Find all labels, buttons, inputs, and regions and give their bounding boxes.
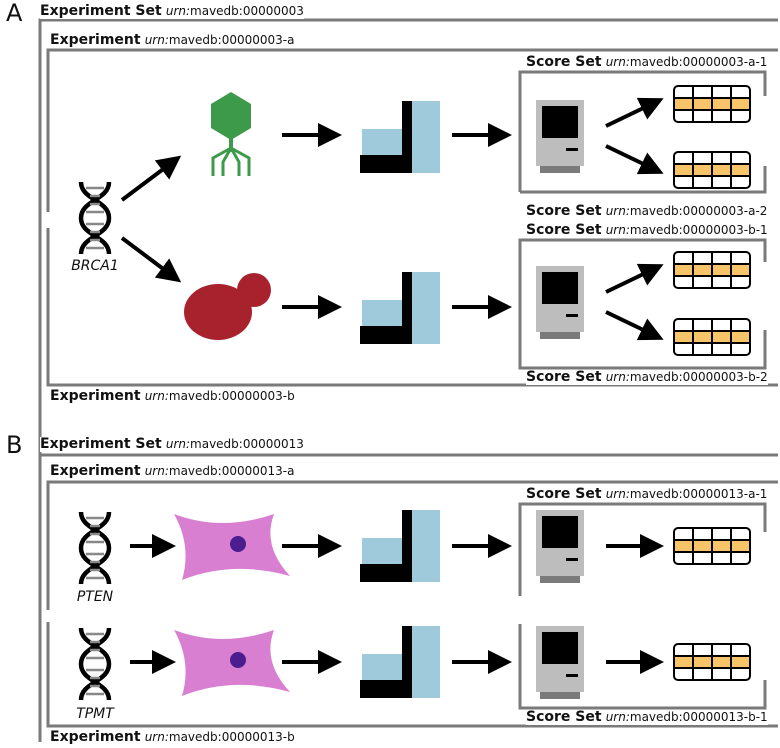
- sequencer-icon: [360, 101, 440, 173]
- scoreset-a1-bracket: [518, 70, 767, 192]
- arrow-icon: [605, 144, 664, 175]
- score-table-icon: [673, 527, 751, 565]
- score-set-label: Score Set urn:mavedb:00000003-b-2: [526, 369, 768, 385]
- sequencer-icon: [360, 510, 440, 582]
- score-table-icon: [673, 318, 751, 356]
- human-cell-icon: [174, 630, 290, 696]
- experiment-label: Experiment urn:mavedb:00000003-a: [50, 32, 295, 48]
- computer-icon: [536, 100, 584, 173]
- experiment-label: Experiment urn:mavedb:00000013-b: [50, 729, 295, 745]
- arrow-icon: [120, 155, 182, 202]
- score-set-label: Score Set urn:mavedb:00000013-a-1: [526, 486, 768, 502]
- scoreset-b1-bracket: [518, 238, 767, 356]
- experiment-a-bracket: [46, 48, 778, 212]
- gene-label: BRCA1: [71, 258, 119, 274]
- score-table-icon: [673, 251, 751, 289]
- experiment-b-bracket: [46, 228, 778, 387]
- experiment-label: Experiment urn:mavedb:00000003-b: [50, 388, 295, 404]
- yeast-icon: [184, 273, 271, 340]
- panel-a-letter: A: [6, 0, 23, 27]
- arrow-icon: [605, 310, 664, 341]
- arrow-icon: [605, 97, 664, 128]
- sequencer-icon: [360, 626, 440, 698]
- scoreset-b-b1-bracket: [518, 624, 767, 710]
- scoreset-b-a1-bracket: [518, 502, 767, 596]
- computer-icon: [536, 626, 584, 699]
- arrow-icon: [120, 236, 182, 283]
- panel-b-letter: B: [6, 431, 23, 459]
- scoreset-b2-bracket: [518, 330, 767, 370]
- score-set-label: Score Set urn:mavedb:00000003-b-1: [526, 222, 768, 238]
- experiment-set-label: Experiment Set urn:mavedb:00000003: [40, 3, 304, 19]
- score-set-label: Score Set urn:mavedb:00000003-a-2: [526, 203, 768, 219]
- human-cell-icon: [174, 514, 290, 580]
- dna-icon: [81, 628, 109, 700]
- phage-icon: [211, 92, 251, 176]
- arrow-icon: [605, 263, 664, 294]
- experiment-set-label: Experiment Set urn:mavedb:00000013: [40, 436, 304, 452]
- experiment-set-b-bracket: [38, 453, 778, 742]
- dna-icon: [81, 182, 109, 254]
- gene-label: TPMT: [76, 706, 114, 722]
- experiment-a-b-bracket: [46, 480, 778, 610]
- score-table-icon: [673, 643, 751, 681]
- score-table-icon: [673, 85, 751, 123]
- gene-label: PTEN: [76, 589, 114, 605]
- score-table-icon: [673, 151, 751, 189]
- experiment-label: Experiment urn:mavedb:00000013-a: [50, 463, 295, 479]
- score-set-label: Score Set urn:mavedb:00000003-a-1: [526, 54, 768, 70]
- score-set-label: Score Set urn:mavedb:00000013-b-1: [526, 709, 768, 725]
- dna-icon: [81, 512, 109, 584]
- sequencer-icon: [360, 272, 440, 344]
- experiment-b-b-bracket: [46, 622, 778, 728]
- computer-icon: [536, 510, 584, 583]
- scoreset-a2-bracket: [520, 166, 767, 194]
- computer-icon: [536, 266, 584, 339]
